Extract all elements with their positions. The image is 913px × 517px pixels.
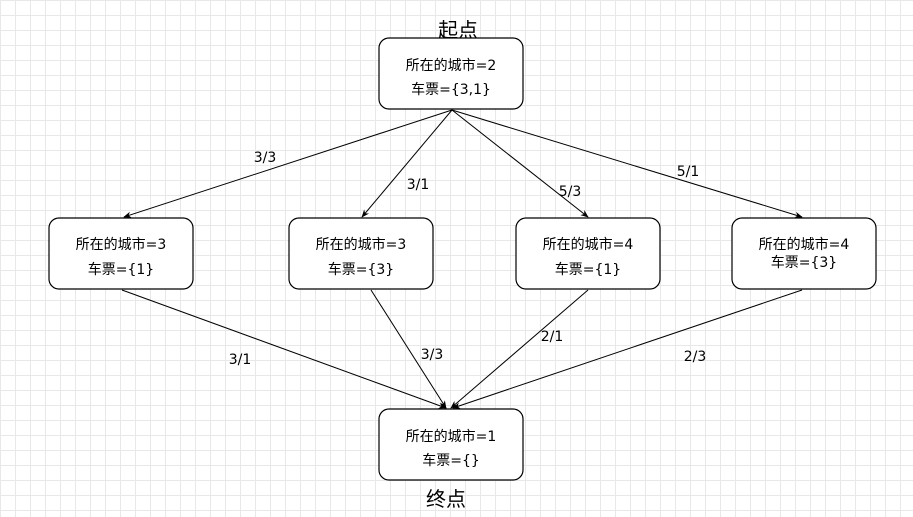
edge-start-to-n4: 5/1 (451, 109, 803, 218)
node-tickets: 车票={1} (88, 261, 154, 278)
node-city: 所在的城市=3 (316, 236, 407, 253)
node-tickets: 车票={3} (771, 254, 837, 271)
edge-label: 5/1 (677, 164, 700, 180)
edge-label: 2/1 (541, 329, 564, 345)
node-tickets: 车票={} (422, 452, 480, 469)
edge-label: 5/3 (559, 184, 582, 200)
edge-label: 3/3 (421, 347, 444, 363)
node-start: 所在的城市=2 车票={3,1} (378, 37, 524, 110)
node-tickets: 车票={3} (328, 261, 394, 278)
node-city: 所在的城市=4 (543, 236, 634, 253)
edge-label: 2/3 (684, 349, 707, 365)
node-city: 所在的城市=3 (76, 236, 167, 253)
edge-n1-to-end: 3/1 (121, 289, 447, 409)
edge-label: 3/3 (254, 150, 277, 166)
node-city3-ticket3: 所在的城市=3 车票={3} (288, 217, 434, 290)
end-label: 终点 (426, 487, 466, 511)
node-tickets: 车票={3,1} (411, 81, 491, 98)
node-city: 所在的城市=2 (406, 57, 497, 74)
edge-n4-to-end: 2/3 (452, 289, 803, 409)
node-city4-ticket3: 所在的城市=4 车票={3} (731, 217, 877, 290)
node-city3-ticket1: 所在的城市=3 车票={1} (48, 217, 194, 290)
node-tickets: 车票={1} (555, 261, 621, 278)
node-city: 所在的城市=1 (406, 428, 497, 445)
edge-n3-to-end: 2/1 (450, 289, 589, 409)
edge-start-to-n3: 5/3 (451, 109, 589, 218)
edge-start-to-n1: 3/3 (123, 109, 453, 218)
node-end: 所在的城市=1 车票={} (378, 408, 524, 481)
edge-label: 3/1 (229, 352, 252, 368)
node-city4-ticket1: 所在的城市=4 车票={1} (515, 217, 661, 290)
node-city: 所在的城市=4 (759, 236, 850, 253)
edge-n2-to-end: 3/3 (370, 289, 447, 409)
edge-start-to-n2: 3/1 (361, 109, 453, 218)
edge-label: 3/1 (407, 177, 430, 193)
